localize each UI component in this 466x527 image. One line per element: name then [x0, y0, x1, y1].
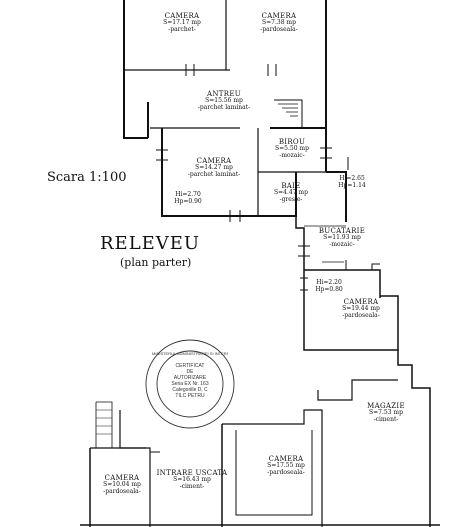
drawing-title: RELEVEU [100, 233, 201, 254]
room-camera-6: CAMERA S=10.04 mp -pardoseala- [94, 474, 150, 496]
room-camera-5: CAMERA S=17.55 mp -pardoseala- [248, 455, 324, 477]
room-baie: BAIE S=4.47 mp -gresie- [262, 182, 320, 204]
scale-label: Scara 1:100 [47, 170, 127, 185]
room-name: CAMERA [268, 455, 304, 463]
stamp-line: CERTIFICAT [175, 362, 205, 369]
room-floor: -gresie- [279, 195, 303, 203]
stamp-line: AUTORIZARE [173, 374, 207, 381]
room-floor: -pardoseala- [267, 468, 305, 476]
room-area: S=15.56 mp [205, 97, 243, 105]
room-name: BAIE [281, 182, 301, 190]
room-name: BIROU [278, 138, 306, 146]
room-camera-1: CAMERA S=17.17 mp -parchet- [150, 12, 214, 34]
room-area: S=7.38 mp [262, 19, 296, 27]
room-name: ANTREU [207, 90, 241, 98]
height-label-1: Hi=2.70 Hp=0.90 [172, 191, 204, 206]
room-antreu: ANTREU S=15.56 mp -parchet laminat- [186, 90, 262, 112]
room-area: S=17.55 mp [267, 462, 305, 470]
room-area: S=16.43 mp [173, 476, 211, 484]
room-bucatarie: BUCATARIE S=11.93 mp -mozaic- [304, 227, 380, 249]
room-floor: -pardoseala- [103, 487, 141, 495]
room-floor: -mozaic- [279, 151, 305, 159]
room-name: CAMERA [104, 474, 140, 482]
room-area: S=14.27 mp [195, 164, 233, 172]
room-floor: -pardoseala- [260, 25, 298, 33]
stamp-ring-text: MINISTERUL ADMINISTRATIEI SI INTERNELOR [152, 352, 228, 356]
room-floor: -mozaic- [329, 240, 355, 248]
stamp-line: Categoriile D, C [172, 386, 208, 393]
room-floor: -pardoseala- [342, 311, 380, 319]
room-name: CAMERA [196, 157, 232, 165]
room-area: S=11.93 mp [323, 234, 361, 242]
stamp-line: TILC PETRU [175, 392, 205, 399]
room-floor: -parchet laminat- [197, 103, 251, 111]
height-parapet: Hp=0.90 [174, 197, 202, 205]
room-magazie: MAGAZIE S=7.53 mp -ciment- [354, 402, 418, 424]
height-interior: Hi=2.65 [339, 175, 365, 182]
height-parapet: Hp=1.14 [338, 181, 366, 189]
room-intrare-uscata: INTRARE USCATA S=16.43 mp -ciment- [154, 469, 230, 491]
stamp-line: DE [186, 368, 194, 375]
room-name: CAMERA [343, 298, 379, 306]
room-area: S=5.50 mp [275, 145, 309, 153]
height-label-2: Hi=2.65 Hp=1.14 [334, 175, 370, 190]
room-camera-4: CAMERA S=19.44 mp -pardoseala- [326, 298, 396, 320]
room-area: S=19.44 mp [342, 305, 380, 313]
room-floor: -ciment- [179, 482, 205, 490]
room-floor: -ciment- [373, 415, 399, 423]
room-camera-2: CAMERA S=7.38 mp -pardoseala- [246, 12, 312, 34]
room-area: S=17.17 mp [163, 19, 201, 27]
room-name: INTRARE USCATA [156, 469, 228, 477]
drawing-subtitle: (plan parter) [120, 256, 192, 269]
room-floor: -parchet laminat- [187, 170, 241, 178]
height-label-3: Hi=2.20 Hp=0.80 [312, 279, 346, 294]
room-name: BUCATARIE [318, 227, 366, 235]
stamp-line: Seria EX Nr. 163 [171, 380, 209, 387]
authorization-stamp: MINISTERUL ADMINISTRATIEI SI INTERNELOR … [152, 352, 228, 399]
height-interior: Hi=2.70 [175, 191, 201, 198]
room-area: S=4.47 mp [274, 189, 308, 197]
height-interior: Hi=2.20 [316, 279, 342, 286]
room-area: S=10.04 mp [103, 481, 141, 489]
room-floor: -parchet- [168, 25, 196, 33]
room-name: CAMERA [164, 12, 200, 20]
room-birou: BIROU S=5.50 mp -mozaic- [262, 138, 322, 160]
room-area: S=7.53 mp [369, 409, 403, 417]
height-parapet: Hp=0.80 [315, 285, 343, 293]
room-name: MAGAZIE [367, 402, 405, 410]
room-camera-3: CAMERA S=14.27 mp -parchet laminat- [176, 157, 252, 179]
room-name: CAMERA [261, 12, 297, 20]
